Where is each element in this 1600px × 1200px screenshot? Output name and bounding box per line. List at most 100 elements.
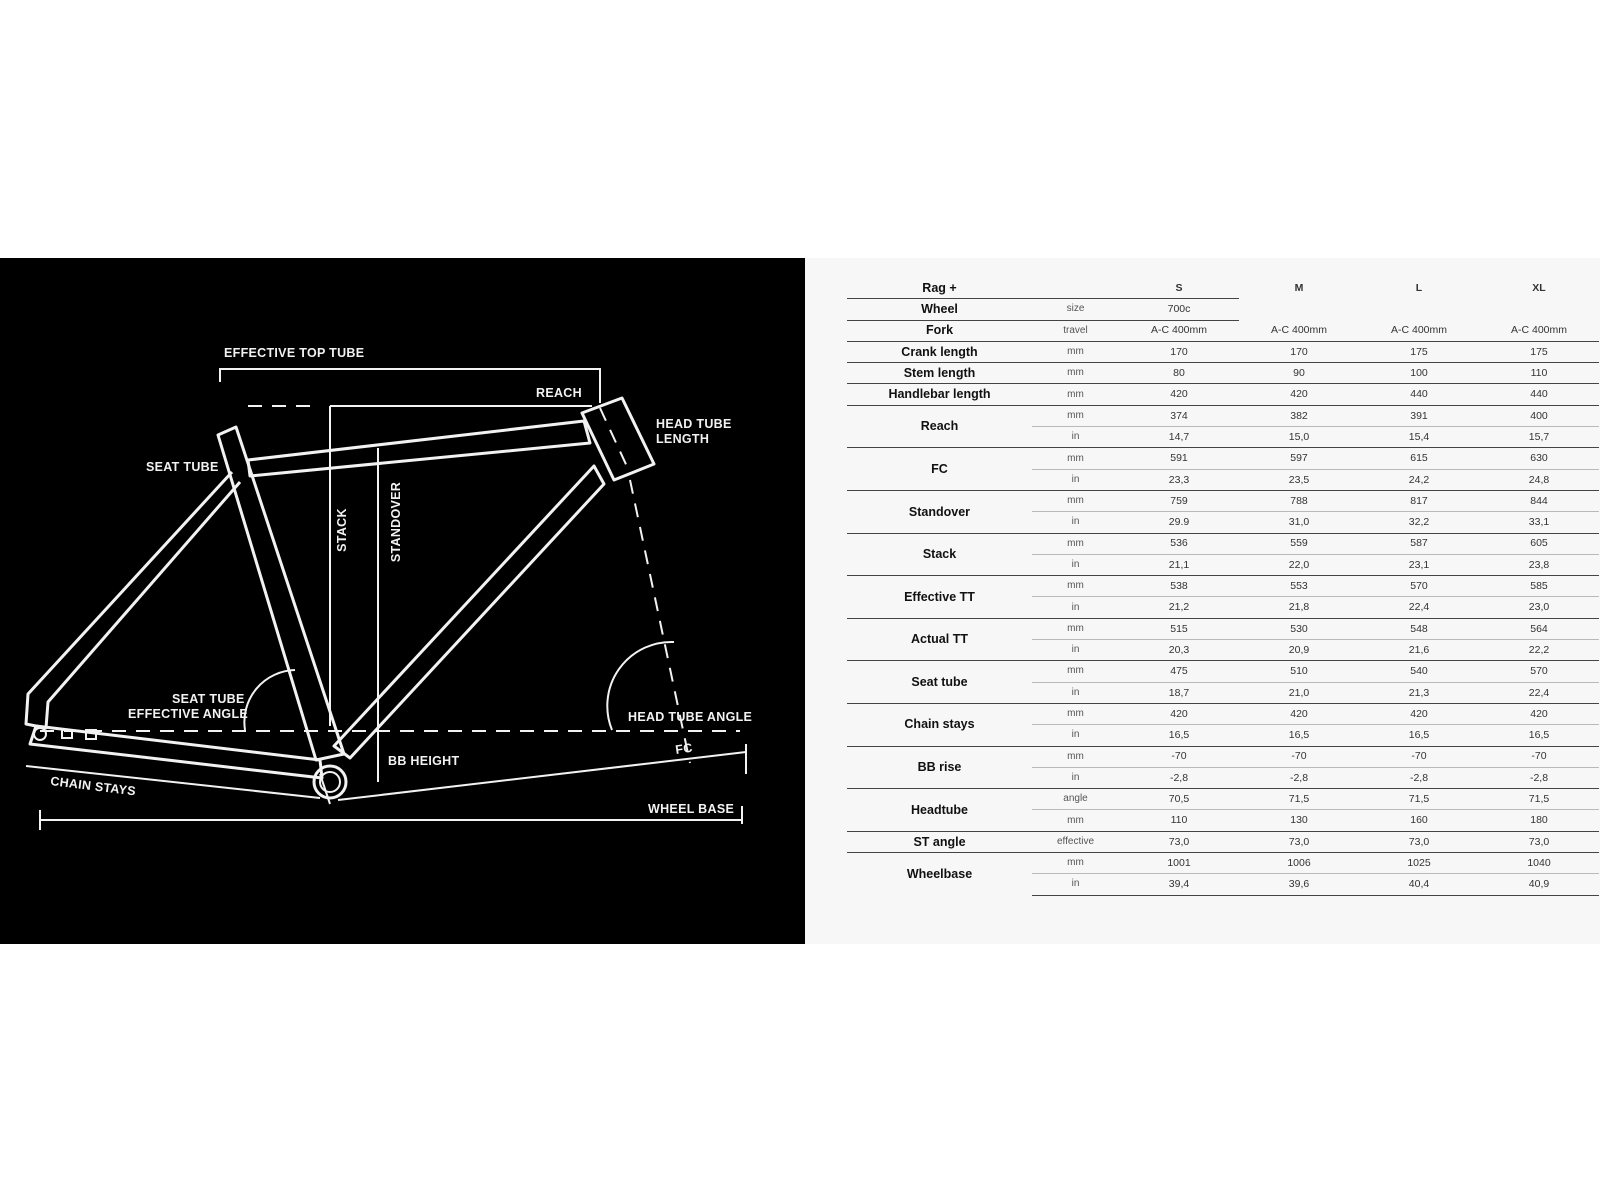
fork-dashed [629, 479, 691, 764]
row-value: 374 [1119, 404, 1239, 427]
row-value: 391 [1359, 404, 1479, 427]
row-value: 16,5 [1119, 724, 1239, 747]
model-name: Rag + [922, 280, 957, 295]
row-value: 597 [1239, 447, 1359, 470]
row-value: 110 [1119, 809, 1239, 832]
size-header-m: M [1294, 282, 1304, 295]
row-value: 40,9 [1479, 873, 1599, 896]
row-value: 23,0 [1479, 596, 1599, 619]
row-value: 1040 [1479, 852, 1599, 874]
top-tube [246, 419, 592, 478]
row-label: Actual TT [847, 617, 1032, 661]
row-label: Wheel [847, 298, 1032, 321]
row-value: 170 [1239, 340, 1359, 363]
row-value: 570 [1359, 575, 1479, 597]
row-label: FC [847, 447, 1032, 491]
row-value: 515 [1119, 617, 1239, 640]
chain-stay-end [319, 773, 331, 805]
row-value: 420 [1119, 383, 1239, 406]
row-value: 40,4 [1359, 873, 1479, 896]
row-value: 71,5 [1359, 788, 1479, 810]
row-value: 100 [1359, 362, 1479, 384]
row-label: Stack [847, 532, 1032, 576]
bottom-bracket [312, 764, 348, 800]
row-value: 130 [1239, 809, 1359, 832]
table-row-fork: Fork travel A-C 400mm A-C 400mm A-C 400m… [847, 319, 1599, 342]
row-value: 22,2 [1479, 639, 1599, 661]
down-tube [332, 464, 606, 760]
row-value: -70 [1119, 745, 1239, 768]
label-fc: FC [674, 741, 693, 757]
label-chain-stays: CHAIN STAYS [50, 774, 137, 798]
row-unit: mm [1032, 532, 1119, 555]
row-value: 39,6 [1239, 873, 1359, 896]
label-head-tube-length-2: LENGTH [656, 432, 709, 446]
row-label: Fork [847, 319, 1032, 342]
table-row: in-2,8-2,8-2,8-2,8 [847, 766, 1599, 789]
unit-header [1032, 278, 1119, 299]
row-value: 420 [1479, 702, 1599, 725]
row-unit: in [1032, 553, 1119, 576]
label-wheel-base: WHEEL BASE [648, 802, 734, 816]
row-label: Wheelbase [847, 852, 1032, 896]
dropout [33, 727, 47, 741]
row-empty [1359, 299, 1479, 320]
row-value: 420 [1239, 383, 1359, 406]
row-value: 15,7 [1479, 426, 1599, 448]
row-unit: effective [1032, 830, 1119, 853]
row-value: 553 [1239, 575, 1359, 597]
row-unit: in [1032, 873, 1119, 896]
row-value: 32,2 [1359, 511, 1479, 534]
label-seat-tube-angle-2: EFFECTIVE ANGLE [128, 707, 248, 721]
row-value: 420 [1359, 702, 1479, 725]
row-value: 23,5 [1239, 468, 1359, 491]
row-empty [1239, 299, 1359, 320]
row-value: 20,9 [1239, 639, 1359, 661]
row-value: 605 [1479, 532, 1599, 555]
row-value: 14,7 [1119, 426, 1239, 448]
row-label: ST angle [847, 830, 1032, 853]
row-value: 440 [1359, 383, 1479, 406]
table-row-wheel: Wheel size 700c [847, 298, 1599, 321]
row-value: 420 [1119, 702, 1239, 725]
row-unit: in [1032, 681, 1119, 704]
geometry-table-panel: Rag + S M L XL Wheel size 700c Fork trav… [805, 258, 1600, 944]
row-value: A-C 400mm [1270, 324, 1327, 337]
row-value: 21,2 [1119, 596, 1239, 619]
row-value: 70,5 [1119, 788, 1239, 810]
row-value: A-C 400mm [1510, 324, 1567, 337]
row-unit: travel [1032, 319, 1119, 342]
row-value: 21,0 [1239, 681, 1359, 704]
label-effective-top-tube: EFFECTIVE TOP TUBE [224, 346, 364, 360]
row-value: 16,5 [1479, 724, 1599, 747]
row-value: 15,0 [1239, 426, 1359, 448]
row-value: 21,8 [1239, 596, 1359, 619]
row-value: 170 [1119, 340, 1239, 363]
row-value: 21,6 [1359, 639, 1479, 661]
row-unit: in [1032, 426, 1119, 448]
frame-drawing: EFFECTIVE TOP TUBE REACH HEAD TUBE LENGT… [24, 346, 752, 830]
row-unit: size [1032, 298, 1119, 321]
label-head-tube-length-1: HEAD TUBE [656, 417, 732, 431]
row-value: 73,0 [1359, 830, 1479, 853]
row-value: 559 [1239, 532, 1359, 555]
row-value: A-C 400mm [1119, 319, 1239, 342]
row-value: 788 [1239, 489, 1359, 512]
row-label: Headtube [847, 788, 1032, 832]
row-value: A-C 400mm [1390, 324, 1447, 337]
row-value: -70 [1359, 745, 1479, 768]
row-value: 548 [1359, 617, 1479, 640]
row-label: Effective TT [847, 575, 1032, 619]
row-value: 24,8 [1479, 468, 1599, 491]
row-value: 1025 [1359, 852, 1479, 874]
row-unit: mm [1032, 809, 1119, 832]
row-value: 18,7 [1119, 681, 1239, 704]
row-value: 80 [1119, 362, 1239, 384]
